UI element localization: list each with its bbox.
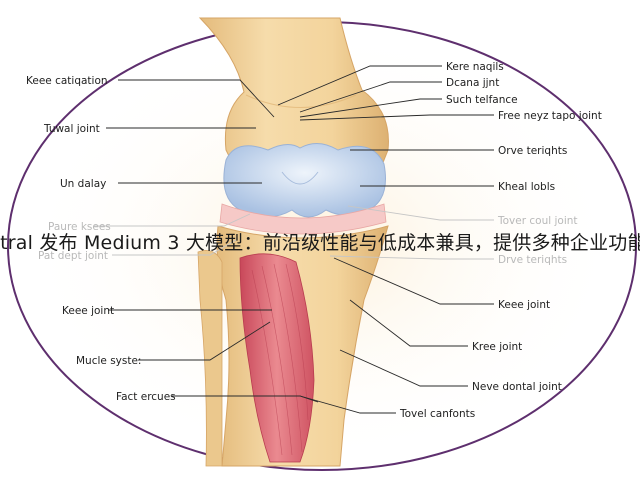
labels-left: Keee catiqation Tuwal joint Un dalay Pau… bbox=[26, 75, 176, 403]
label-pat-dept-joint: Pat dept joint bbox=[38, 250, 108, 262]
leader-line bbox=[299, 81, 442, 113]
label-mucle-syste: Mucle syste: bbox=[76, 355, 141, 367]
label-kheal-lobls: Kheal lobls bbox=[498, 181, 555, 193]
label-keee-joint-right: Keee joint bbox=[498, 299, 550, 311]
label-keee-catiqation: Keee catiqation bbox=[26, 75, 108, 87]
label-tover-coul-joint: Tover coul joint bbox=[497, 215, 578, 227]
leader-line bbox=[349, 299, 468, 347]
label-tovel-canfonts: Tovel canfonts bbox=[399, 408, 475, 420]
news-banner: stral 发布 Medium 3 大模型：前沿级性能与低成本兼具，提供多种企业… bbox=[0, 226, 640, 256]
news-banner-text: stral 发布 Medium 3 大模型：前沿级性能与低成本兼具，提供多种企业… bbox=[0, 232, 640, 254]
leader-line bbox=[339, 349, 468, 387]
label-such-telfance: Such telfance bbox=[446, 94, 518, 106]
leader-line bbox=[112, 239, 237, 256]
label-fact-ercues: Fact ercues bbox=[116, 391, 176, 403]
leader-line bbox=[329, 255, 494, 260]
label-kere-naqils: Kere naqils bbox=[446, 61, 504, 73]
leader-line bbox=[299, 114, 494, 121]
fibula-bone bbox=[197, 249, 223, 467]
leader-line bbox=[277, 65, 442, 106]
leader-line bbox=[347, 205, 494, 221]
label-dcana-jjnt: Dcana jjnt bbox=[446, 77, 499, 89]
leader-line bbox=[138, 321, 271, 361]
leader-line bbox=[94, 213, 251, 227]
leader-line bbox=[333, 257, 494, 305]
cartilage bbox=[223, 143, 386, 218]
label-un-dalay: Un dalay bbox=[60, 178, 106, 190]
leader-line bbox=[299, 98, 442, 118]
label-paure-ksees: Paure ksees bbox=[48, 221, 111, 233]
leader-line bbox=[118, 79, 275, 118]
labels-right: Kere naqils Dcana jjnt Such telfance Fre… bbox=[399, 61, 602, 420]
leader-line bbox=[299, 395, 396, 414]
label-tuwal-joint: Tuwal joint bbox=[43, 123, 100, 135]
muscle bbox=[239, 253, 315, 463]
label-orve-teriqhts: Orve teriqhts bbox=[498, 145, 567, 157]
label-keee-joint-left: Keee joint bbox=[62, 305, 114, 317]
label-kree-joint: Kree joint bbox=[472, 341, 522, 353]
leader-lines bbox=[94, 65, 494, 414]
label-free-neyz-tapo-joint: Free neyz tapo joint bbox=[498, 110, 602, 122]
label-drve-teriqhts: Drve teriqhts bbox=[498, 254, 567, 266]
label-neve-dontal-joint: Neve dontal joint bbox=[472, 381, 562, 393]
meniscus bbox=[219, 203, 387, 235]
